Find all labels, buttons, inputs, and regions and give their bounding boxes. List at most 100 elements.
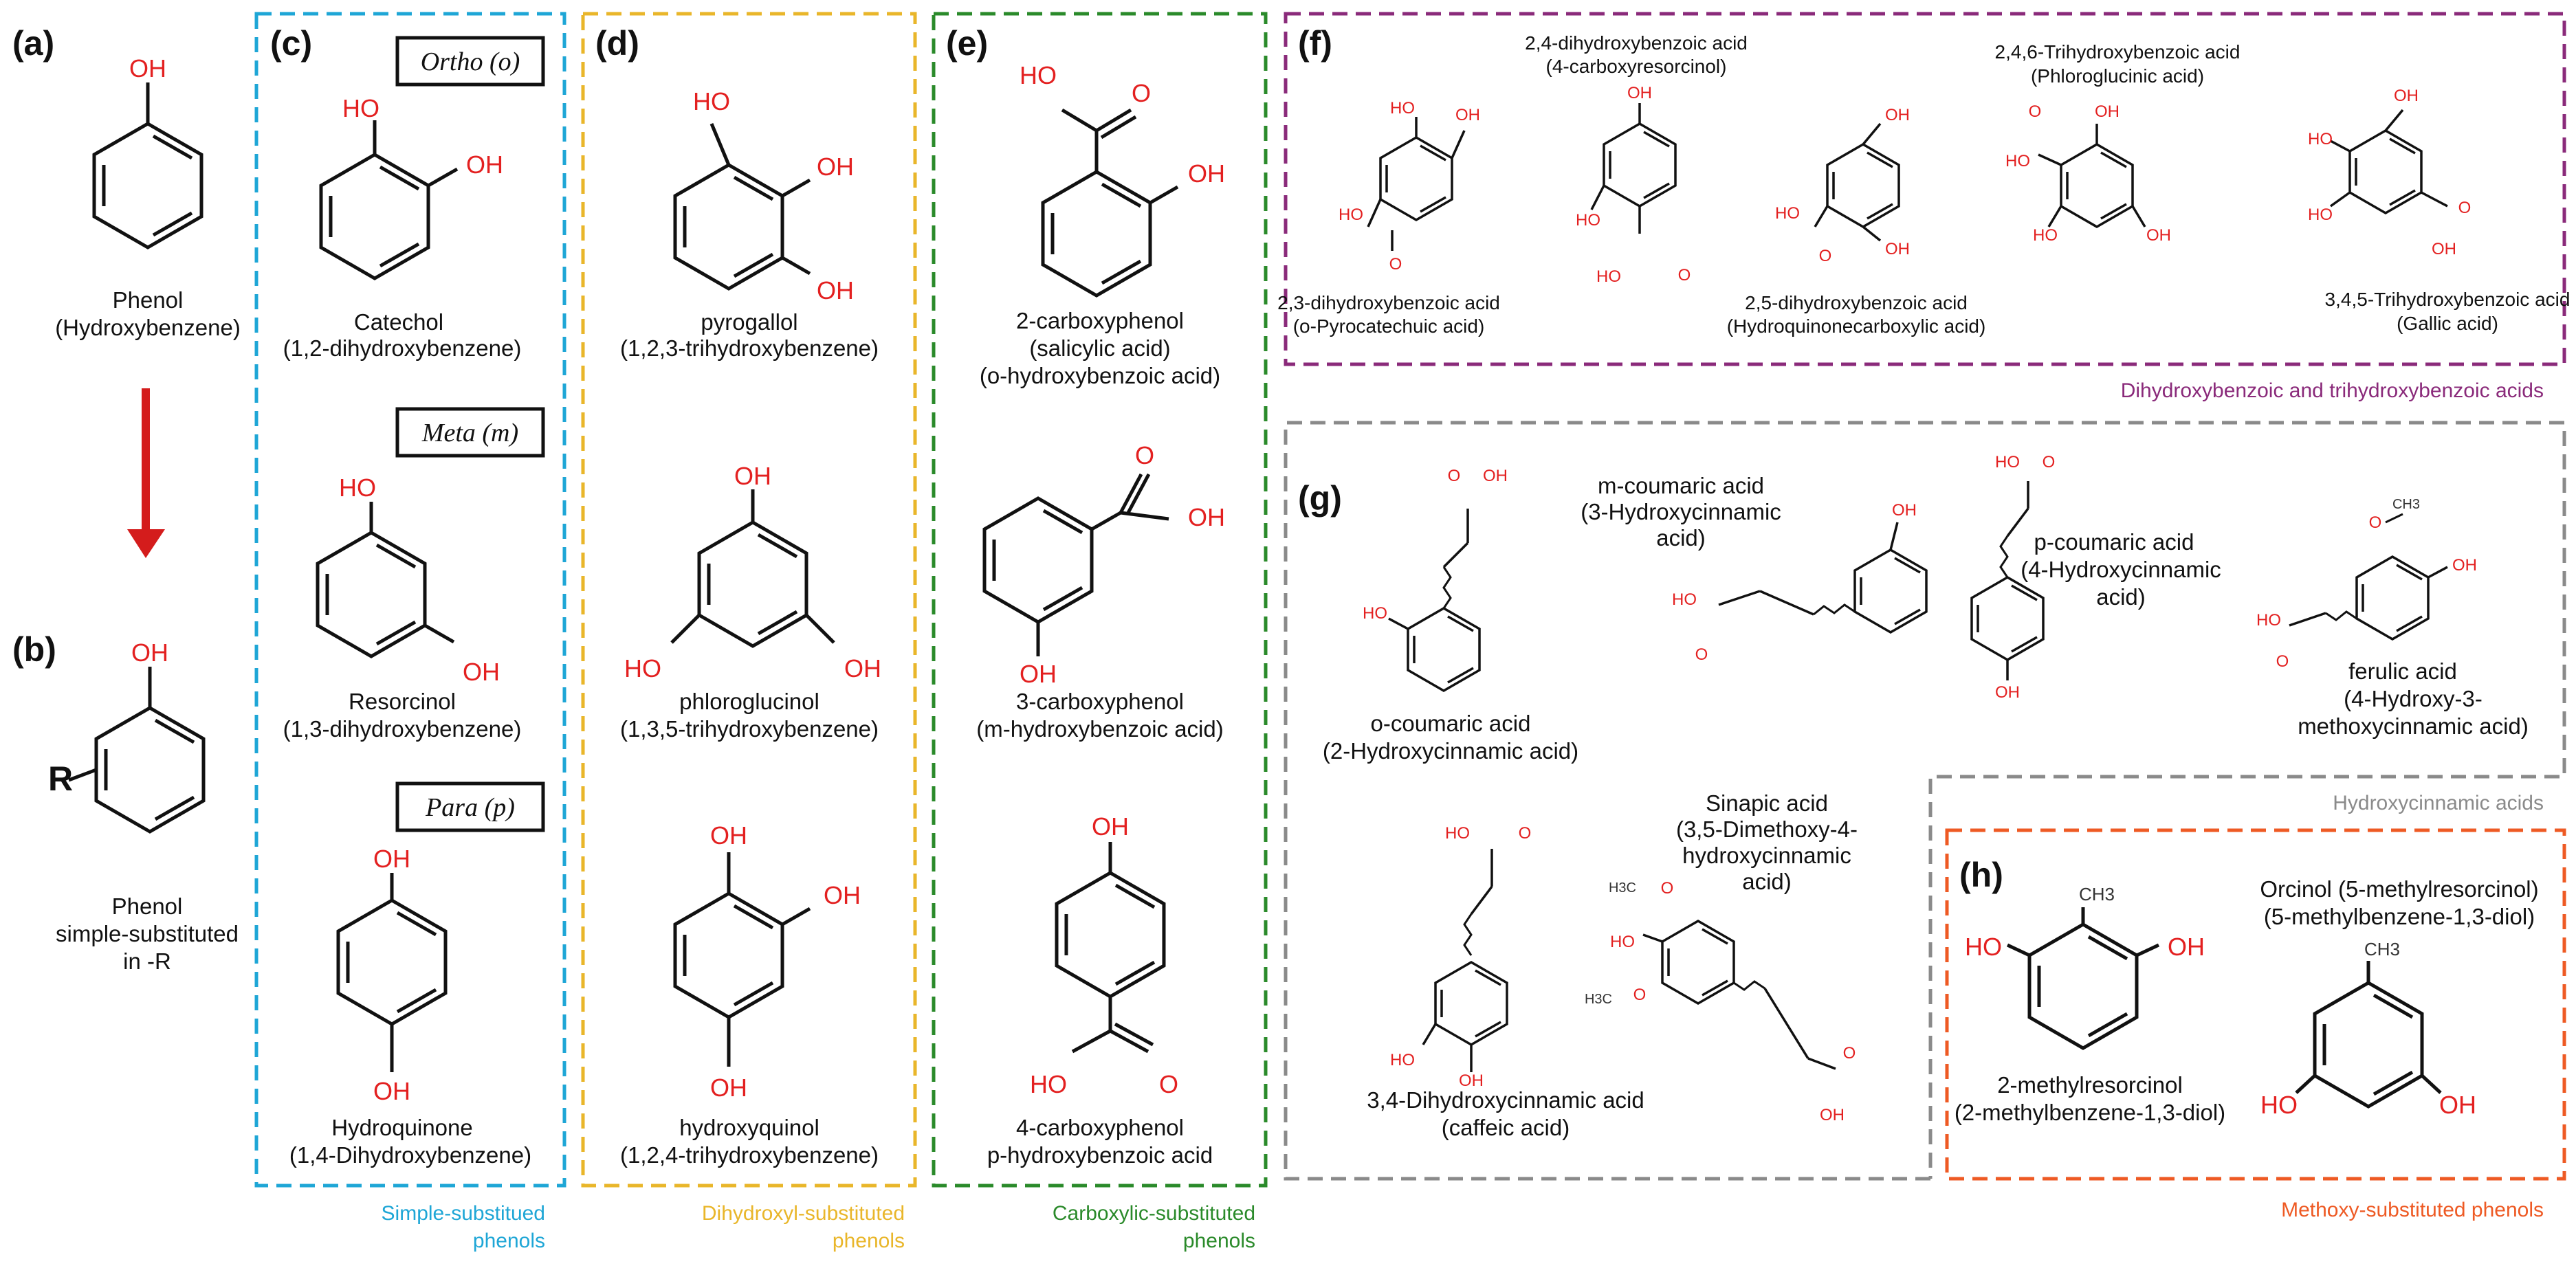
panel-label-a: (a) [12,24,54,63]
m-hydroxybenzoic-structure: O OH OH [984,441,1225,688]
substituted-phenol-structure: OH R [48,638,203,832]
ferulic-alt-name: (4-Hydroxy-3- [2344,686,2483,711]
svg-text:HO: HO [339,474,376,502]
c246-trihydroxybenzoic-alt-name: (Phloroglucinic acid) [2031,65,2204,87]
orcinol-name: Orcinol (5-methylresorcinol) [2260,876,2538,902]
ferulic-structure: CH3 O OH HO O [2256,497,2477,671]
box-h [1945,828,2566,1181]
svg-text:OH: OH [463,658,500,686]
svg-text:OH: OH [1885,240,1910,258]
panel-label-g: (g) [1298,479,1342,518]
svg-text:OH: OH [710,1074,747,1102]
svg-text:O: O [1661,879,1674,898]
svg-text:HO: HO [1610,933,1635,951]
box-d [581,12,917,1188]
box-c [254,12,566,1188]
substituted-phenol-desc: simple-substituted [56,921,239,946]
phenol-alt-name: (Hydroxybenzene) [55,315,241,340]
svg-text:OH: OH [2439,1091,2476,1119]
resorcinol-structure: HO OH [318,474,500,686]
m-coumaric-alt-name: (3-Hydroxycinnamic [1581,499,1781,524]
svg-text:OH: OH [466,151,503,179]
svg-text:OH: OH [2168,933,2205,961]
svg-text:O: O [1678,266,1691,285]
c246-trihydroxybenzoic-structure: OH O HO HO OH [2005,102,2171,245]
svg-text:OH: OH [1885,106,1910,124]
salicylic-alt-name2: (o-hydroxybenzoic acid) [980,363,1220,388]
svg-text:O: O [1519,824,1532,843]
pyrogallol-alt-name: (1,2,3-trihydroxybenzene) [620,335,879,361]
para-label-box [395,781,545,832]
hydroquinone-structure: OH OH [338,845,445,1105]
svg-text:HO: HO [1445,824,1470,843]
svg-text:OH: OH [129,54,166,82]
catechol-alt-name: (1,2-dihydroxybenzene) [283,335,522,361]
panel-label-b: (b) [12,630,56,669]
meta-label: Meta (m) [421,419,518,447]
meta-label-box [395,407,545,458]
hydroxyquinol-alt-name: (1,2,4-trihydroxybenzene) [620,1142,879,1168]
svg-text:OH: OH [710,821,747,849]
c24-dihydroxybenzoic-structure: OH HO HO O [1576,84,1691,286]
catechol-structure: HO OH [321,94,503,278]
svg-text:OH: OH [1892,501,1917,520]
sinapic-alt-name: (3,5-Dimethoxy-4- [1676,817,1858,842]
svg-text:O: O [1695,645,1708,664]
svg-text:OH: OH [1483,467,1508,485]
svg-text:OH: OH [1820,1106,1845,1124]
caption-f: Dihydroxybenzoic and trihydroxybenzoic a… [2121,379,2544,402]
o-coumaric-structure: HO O OH [1363,467,1508,692]
svg-text:HO: HO [1775,204,1800,223]
svg-text:OH: OH [817,276,854,304]
svg-text:OH: OH [131,638,168,667]
resorcinol-alt-name: (1,3-dihydroxybenzene) [283,716,522,742]
phloroglucinol-structure: OH HO OH [624,462,881,682]
c345-trihydroxybenzoic-name: 3,4,5-Trihydroxybenzoic acid [2325,289,2571,310]
substitution-arrow [127,388,165,558]
methylresorcinol-name: 2-methylresorcinol [1997,1072,2183,1098]
methylresorcinol-structure: CH3 HO OH [1965,884,2205,1048]
svg-text:O: O [2043,453,2056,471]
salicylic-acid-structure: HO O OH [1020,61,1225,296]
box-g [1284,421,2566,1181]
svg-text:HO: HO [693,87,730,115]
panel-label-e: (e) [946,24,988,63]
m-coumaric-structure: OH HO O [1672,501,1928,664]
m-coumaric-name: m-coumaric acid [1598,473,1764,498]
svg-text:CH3: CH3 [2364,939,2400,959]
svg-text:OH: OH [824,881,861,909]
svg-text:HO: HO [2308,130,2333,148]
phloroglucinol-alt-name: (1,3,5-trihydroxybenzene) [620,716,879,742]
caption-h: Methoxy-substituted phenols [2281,1199,2544,1221]
svg-text:OH: OH [373,845,410,873]
caption-e-line2: phenols [1183,1230,1255,1252]
svg-text:HO: HO [1020,61,1057,89]
svg-text:H3C: H3C [1609,880,1636,896]
pyrogallol-structure: HO OH OH [675,87,854,304]
svg-text:HO: HO [1390,1051,1415,1069]
p-coumaric-alt-name2: acid) [2096,584,2146,610]
phenol-structure: OH [94,54,201,247]
svg-text:OH: OH [1455,106,1480,124]
svg-text:O: O [1389,255,1402,274]
svg-text:O: O [1132,79,1151,107]
svg-text:HO: HO [2256,611,2281,630]
svg-text:H3C: H3C [1585,992,1612,1007]
m-coumaric-alt-name2: acid) [1656,525,1706,551]
svg-text:OH: OH [1020,660,1057,688]
c25-dihydroxybenzoic-name: 2,5-dihydroxybenzoic acid [1745,292,1968,313]
ortho-label-box [395,36,545,87]
caffeic-name: 3,4-Dihydroxycinnamic acid [1367,1087,1644,1113]
substituted-phenol-in: in -R [123,948,171,974]
p-coumaric-alt-name: (4-Hydroxycinnamic [2021,557,2221,582]
panel-label-h: (h) [1959,856,2003,894]
svg-text:OH: OH [1995,683,2020,702]
svg-text:R: R [48,759,73,798]
caption-d-line1: Dihydroxyl-substituted [702,1202,905,1225]
ferulic-name: ferulic acid [2348,658,2457,684]
svg-text:HO: HO [1995,453,2020,471]
svg-text:O: O [1448,467,1461,485]
svg-text:CH3: CH3 [2392,497,2420,512]
caption-g: Hydroxycinnamic acids [2333,792,2544,814]
c345-trihydroxybenzoic-alt-name: (Gallic acid) [2397,313,2498,334]
